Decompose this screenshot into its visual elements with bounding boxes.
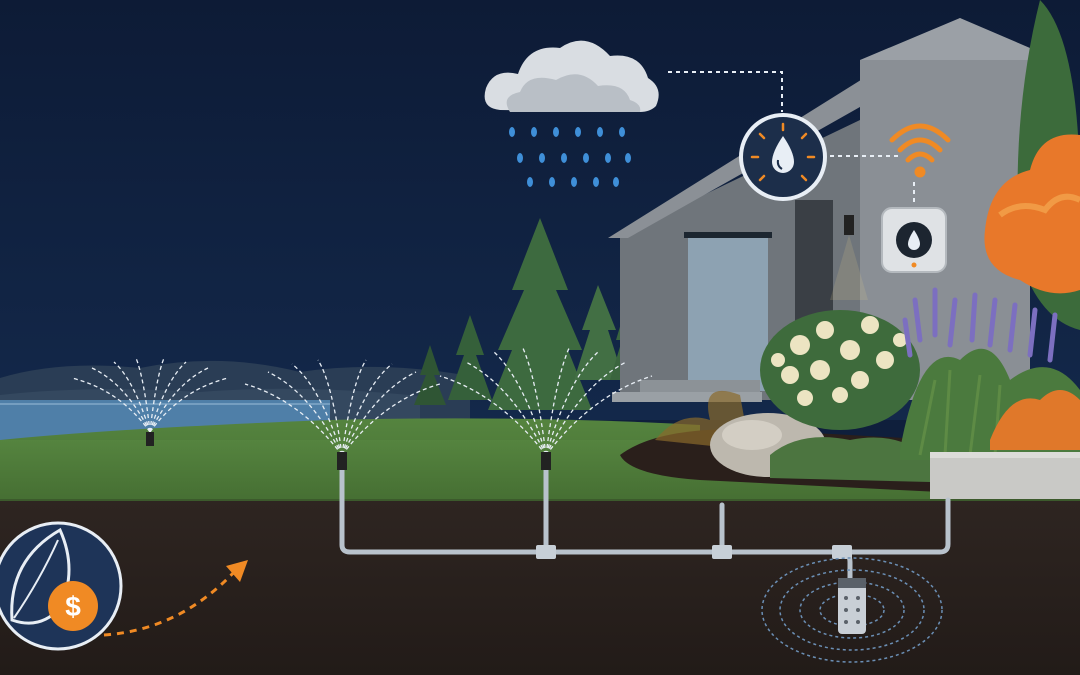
- wifi-signal-icon: [889, 123, 951, 178]
- leaf-savings-icon: $: [0, 521, 123, 651]
- data-connection-lines: [668, 71, 915, 206]
- dollar-icon: $: [48, 581, 98, 631]
- orange-maple-tree: [984, 134, 1080, 294]
- savings-trend-arrow: [103, 560, 248, 637]
- smart-controller-icon: [881, 207, 947, 273]
- sprinkler-middle: [244, 359, 441, 470]
- rain-cloud-icon: [484, 40, 659, 187]
- soil-underground: [0, 500, 1080, 675]
- garden-bed: [620, 134, 1080, 492]
- svg-text:$: $: [65, 591, 81, 622]
- soil-moisture-sensor-icon: [761, 557, 943, 663]
- weather-sensor-water-drop-icon: [739, 113, 827, 201]
- front-door: [688, 236, 768, 391]
- planter-box: [930, 452, 1080, 502]
- sprinkler-right: [439, 345, 653, 470]
- wall-lamp: [844, 215, 854, 235]
- sprinkler-far: [71, 357, 229, 446]
